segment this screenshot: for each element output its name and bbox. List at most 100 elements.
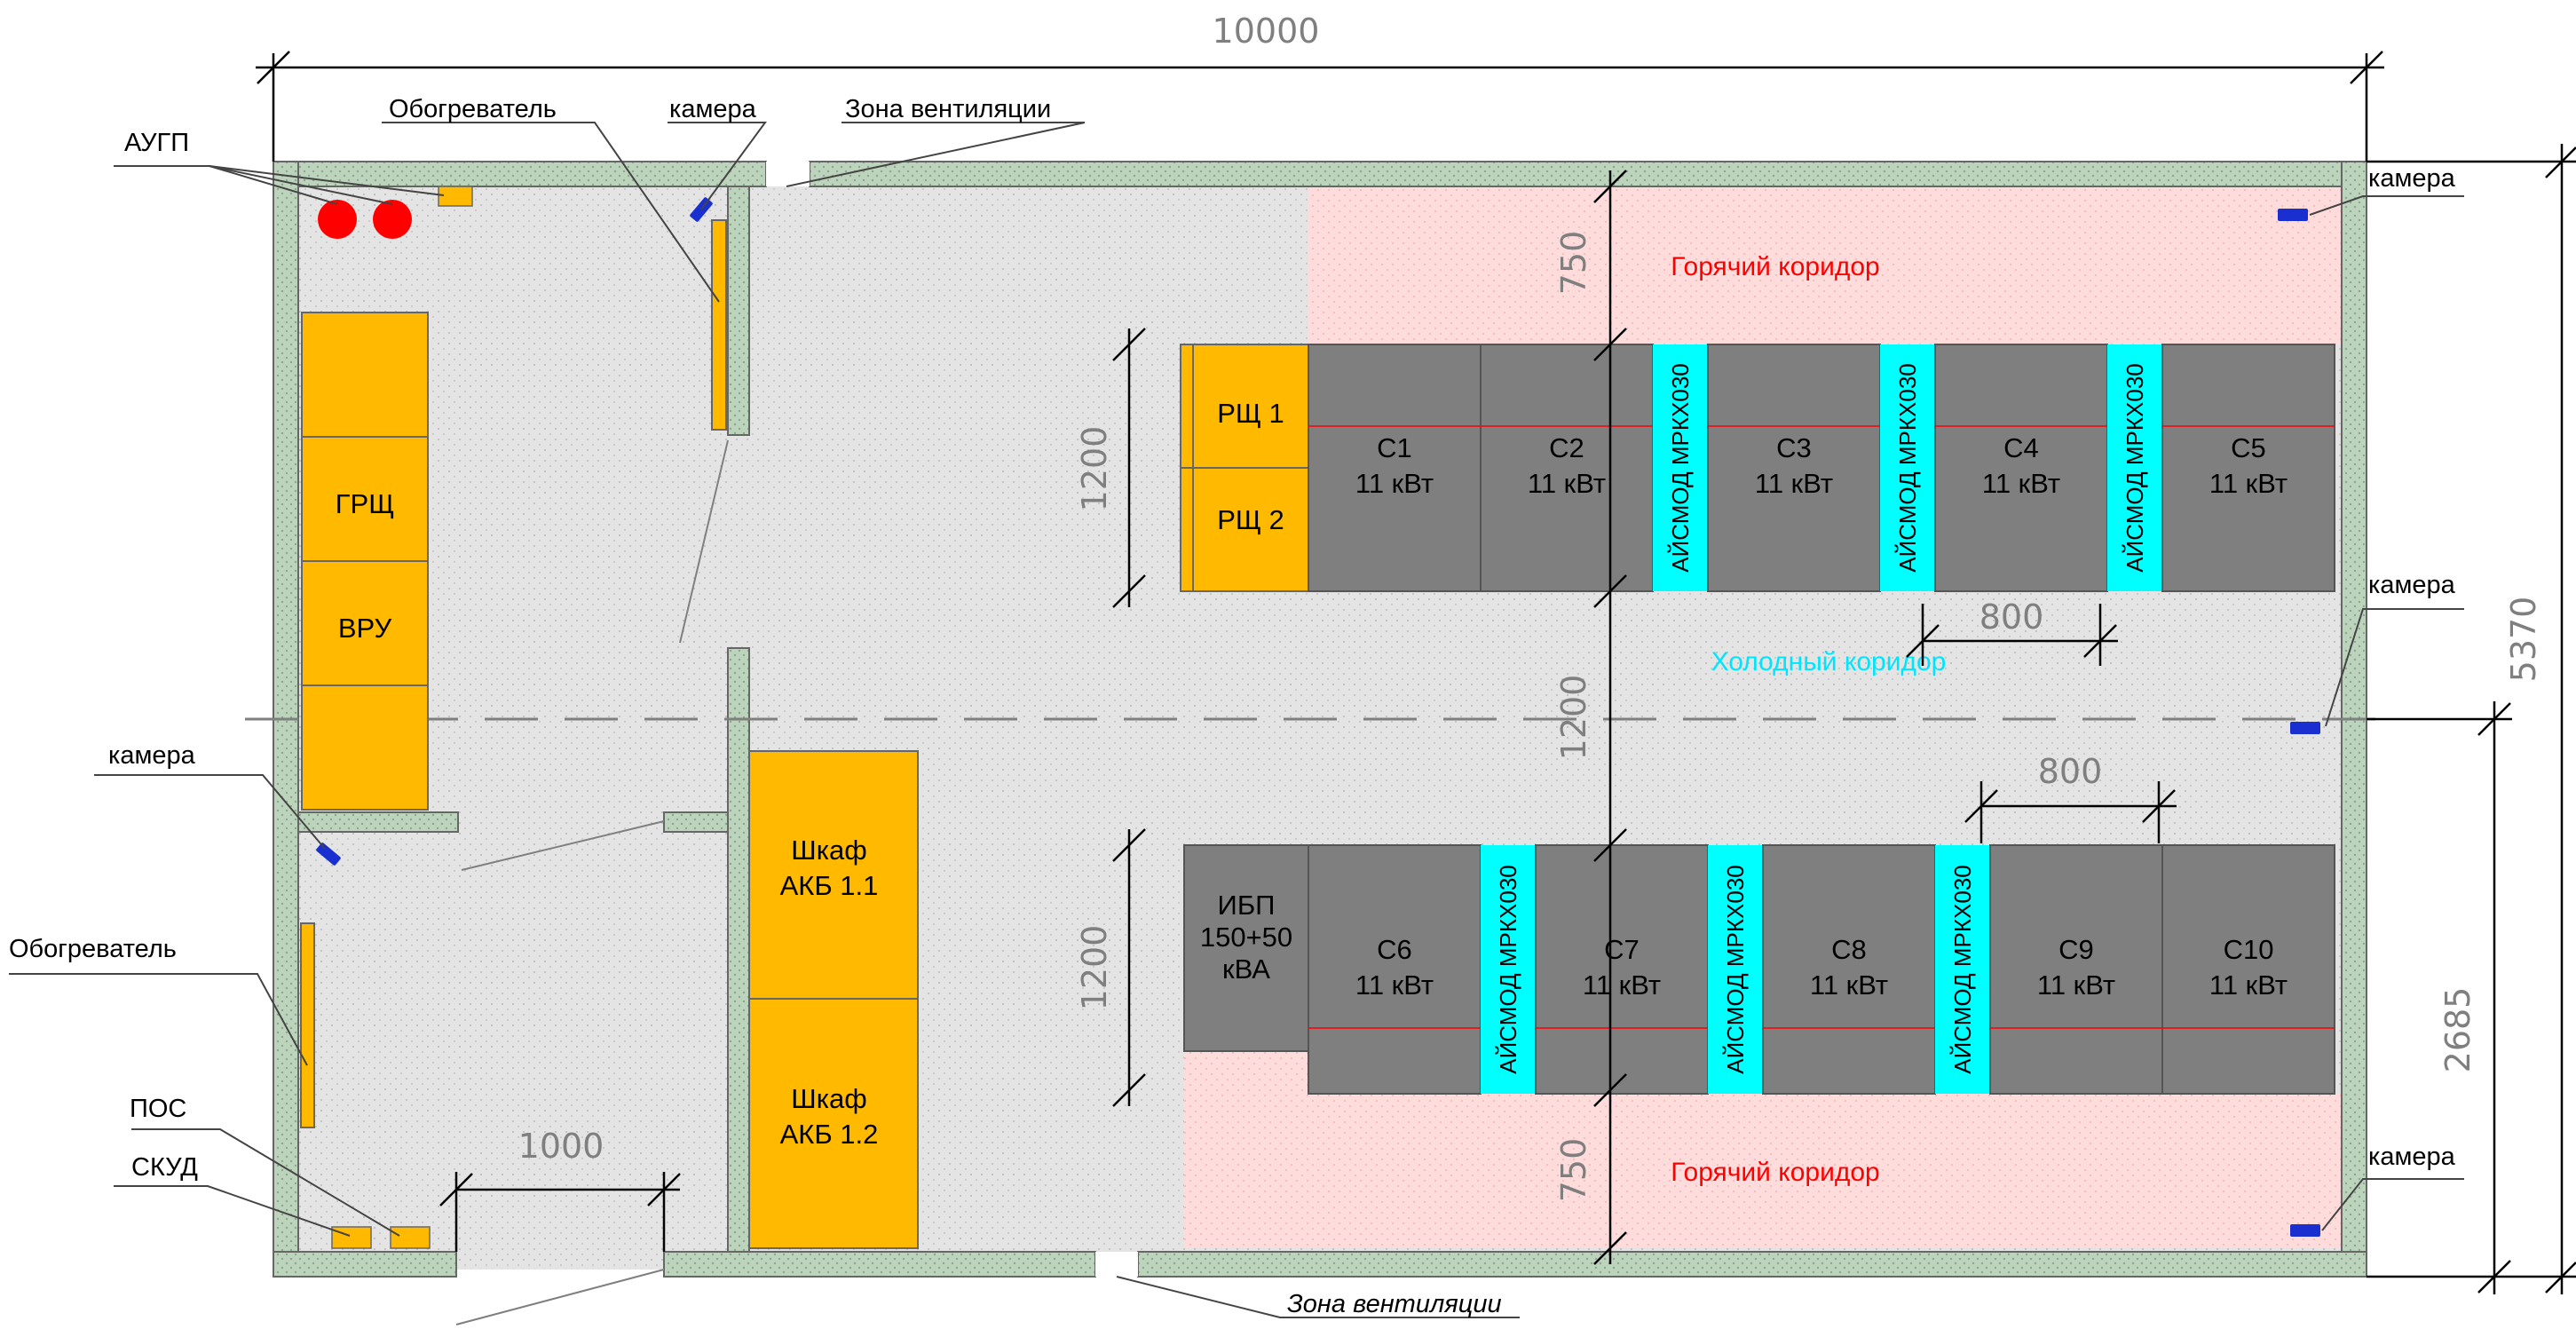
cooler-label: АЙСМОД МРКХ030: [1894, 363, 1921, 573]
cooler-unit: АЙСМОД МРКХ030: [1708, 845, 1763, 1094]
rack-power: 11 кВт: [2037, 969, 2115, 1001]
rack-power: 11 кВт: [1355, 969, 1434, 1001]
augp-label: АУГП: [124, 129, 189, 157]
heater-left-label: Обогреватель: [9, 935, 177, 963]
dim-hot-upper: 750: [1554, 231, 1593, 296]
cooler-label: АЙСМОД МРКХ030: [1722, 865, 1749, 1074]
rack-name: С8: [1831, 934, 1867, 965]
camera-right-2-label: камера: [2368, 571, 2456, 599]
rack-power: 11 кВт: [1583, 969, 1661, 1001]
rsh-panel: РЩ 1 РЩ 2: [1180, 344, 1309, 592]
dim-total-width: 10000: [1213, 12, 1320, 51]
camera-icon: [316, 843, 341, 866]
hot-corridor-upper-label: Горячий коридор: [1671, 252, 1879, 281]
cooler-unit: АЙСМОД МРКХ030: [1481, 845, 1536, 1094]
akb-cabinet: Шкаф АКБ 1.1 Шкаф АКБ 1.2: [748, 750, 919, 1249]
heater-left: [300, 922, 315, 1128]
cold-corridor-label: Холодный коридор: [1711, 647, 1947, 676]
rack-bottom-1: С6 11 кВт: [1308, 844, 1482, 1095]
augp-cylinder-2: [373, 200, 412, 239]
augp-cylinder-1: [318, 200, 357, 239]
rack-name: С1: [1377, 432, 1412, 463]
door-swing-upper: [679, 439, 729, 644]
vent-top-label: Зона вентиляции: [845, 95, 1051, 123]
rack-name: С6: [1377, 934, 1412, 965]
rack-power: 11 кВт: [1755, 468, 1833, 499]
camera-left-label: камера: [108, 741, 196, 770]
hot-corridor-lower-label: Горячий коридор: [1671, 1158, 1879, 1187]
partition-upper: [727, 186, 750, 436]
hot-corridor-upper: [1308, 186, 2342, 344]
cooler-unit: АЙСМОД МРКХ030: [1653, 344, 1708, 591]
akb2-label-line2: АКБ 1.2: [780, 1119, 879, 1150]
rsh2-label: РЩ 2: [1217, 504, 1284, 535]
rack-top-2: С2 11 кВт: [1480, 344, 1654, 592]
camera-icon: [2290, 722, 2320, 734]
vent-bottom-label: Зона вентиляции: [1287, 1290, 1502, 1318]
door-swing-middle: [461, 820, 665, 871]
dim-cold-corridor: 1200: [1554, 675, 1593, 761]
grsh-label: ГРЩ: [336, 488, 395, 519]
cooler-label: АЙСМОД МРКХ030: [1949, 865, 1976, 1074]
wall-bottom-right: [1137, 1251, 2367, 1278]
heater-top: [711, 219, 727, 431]
stub-wall: [663, 811, 729, 833]
ups-label-line1: ИБП: [1218, 890, 1276, 921]
camera-icon: [2290, 1224, 2320, 1237]
camera-top-label: камера: [669, 95, 757, 123]
cooler-label: АЙСМОД МРКХ030: [2122, 363, 2148, 573]
hot-corridor-lower-left: [1184, 1051, 1308, 1104]
akb1-label-line1: Шкаф: [791, 835, 866, 866]
rack-bottom-3: С8 11 кВт: [1762, 844, 1936, 1095]
dim-total-height: 5370: [2504, 597, 2543, 683]
augp-control-box: [438, 186, 473, 207]
rack-power: 11 кВт: [1355, 468, 1434, 499]
rack-power: 11 кВт: [1810, 969, 1888, 1001]
heater-top-label: Обогреватель: [389, 95, 557, 123]
ugrsh-wall: [297, 811, 459, 833]
ups-label-line2: 150+50: [1200, 922, 1292, 953]
akb2-label-line1: Шкаф: [791, 1083, 866, 1114]
cooler-unit: АЙСМОД МРКХ030: [1880, 344, 1935, 591]
vru-label: ВРУ: [338, 613, 392, 644]
door-swing-bottom: [455, 1269, 665, 1325]
rack-top-1: С1 11 кВт: [1308, 344, 1482, 592]
grsh-vru-cabinet: ГРЩ ВРУ: [301, 312, 429, 811]
rack-name: С5: [2231, 432, 2266, 463]
wall-bottom-mid: [663, 1251, 1096, 1278]
dim-door: 1000: [518, 1127, 604, 1166]
rack-name: С10: [2224, 934, 2274, 965]
ups-label-line3: кВА: [1222, 953, 1270, 985]
cooler-unit: АЙСМОД МРКХ030: [1935, 845, 1990, 1094]
cooler-unit: АЙСМОД МРКХ030: [2107, 344, 2162, 591]
cooler-label: АЙСМОД МРКХ030: [1495, 865, 1521, 1074]
leader-lines: [9, 122, 2464, 1318]
camera-icon: [2278, 209, 2308, 221]
dim-gap-lower: 800: [2038, 752, 2103, 791]
camera-right-3-label: камера: [2368, 1143, 2456, 1171]
pos-device: [331, 1226, 372, 1249]
camera-right-1-label: камера: [2368, 164, 2456, 193]
skud-device: [390, 1226, 431, 1249]
wall-top-right: [809, 161, 2367, 187]
pos-label: ПОС: [130, 1095, 186, 1123]
rack-name: С9: [2058, 934, 2094, 965]
rack-power: 11 кВт: [1982, 468, 2060, 499]
akb1-label-line2: АКБ 1.1: [780, 870, 879, 901]
rack-power: 11 кВт: [1528, 468, 1606, 499]
rsh1-label: РЩ 1: [1217, 398, 1284, 429]
skud-label: СКУД: [131, 1153, 198, 1182]
rack-name: С2: [1549, 432, 1584, 463]
ups-unit: ИБП 150+50 кВА: [1183, 844, 1309, 1052]
dim-rack-lower: 1200: [1075, 925, 1114, 1011]
dimension-lines: [256, 51, 2576, 1294]
dim-rack-upper: 1200: [1075, 426, 1114, 512]
